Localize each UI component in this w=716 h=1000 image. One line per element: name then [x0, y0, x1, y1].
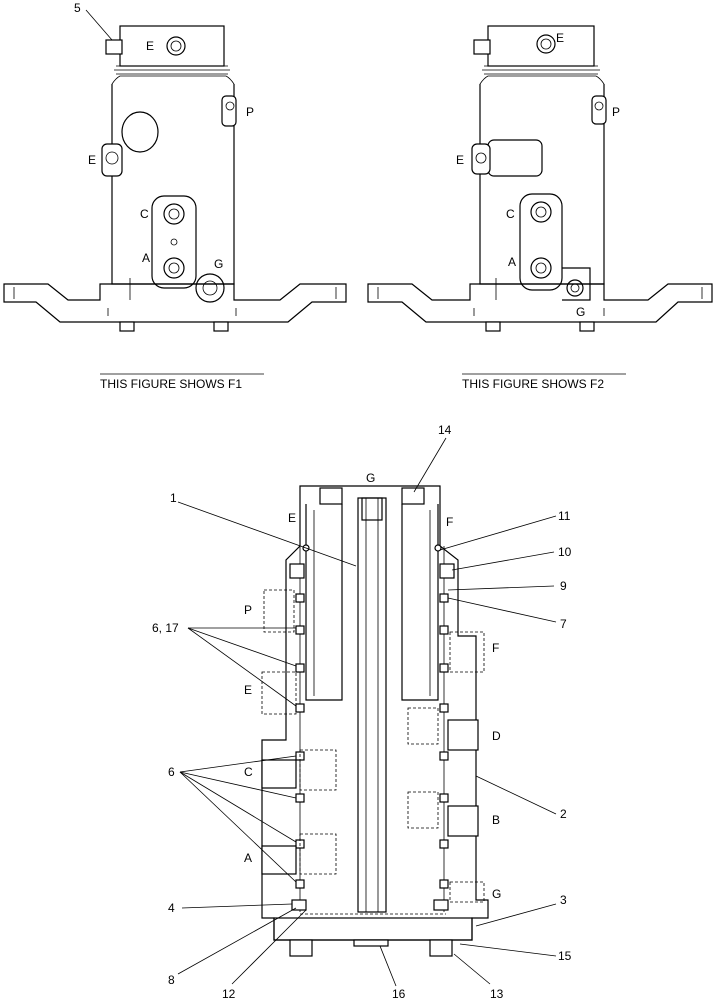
fig1-port-c: C	[140, 207, 149, 221]
callout-1: 1	[170, 491, 177, 505]
section-port-c: C	[244, 765, 253, 779]
fig1-port-a: A	[142, 251, 150, 265]
callout-8: 8	[168, 973, 175, 987]
callout-2: 2	[560, 807, 567, 821]
callout-16: 16	[392, 987, 406, 1000]
section-port-e: E	[288, 511, 296, 525]
fig2-port-c: C	[506, 207, 515, 221]
section-port-p: P	[244, 603, 252, 617]
section-port-f2: F	[492, 641, 499, 655]
fig1-body	[111, 84, 235, 285]
section-port-b: B	[492, 813, 500, 827]
fig2-body	[479, 84, 605, 285]
fig2-port-a: A	[508, 255, 516, 269]
callout-13: 13	[490, 987, 504, 1000]
section-port-a: A	[244, 851, 252, 865]
fig2-port-p: P	[612, 105, 620, 119]
seals-right	[439, 593, 449, 889]
fig2-port-e-side: E	[456, 153, 464, 167]
fig1-port-g: G	[214, 257, 223, 271]
figure-2: E P E C A G THIS FIGURE SHOWS F2	[367, 25, 713, 391]
callout-6: 6	[168, 765, 175, 779]
callout-6-17: 6, 17	[152, 621, 179, 635]
callout-14: 14	[438, 423, 452, 437]
fig1-port-p: P	[246, 105, 254, 119]
fig1-flange	[3, 283, 347, 323]
figure-1: 5 E P E C A G THIS FIGURE SHOWS F1	[3, 1, 347, 391]
fig1-caption: THIS FIGURE SHOWS F1	[100, 377, 242, 391]
fig2-flange	[367, 283, 713, 323]
fig2-caption: THIS FIGURE SHOWS F2	[462, 377, 604, 391]
fig1-head	[119, 25, 225, 67]
callout-12: 12	[222, 987, 236, 1000]
section-port-g: G	[366, 471, 375, 485]
callout-15: 15	[558, 949, 572, 963]
fig1-callout-5: 5	[74, 1, 81, 15]
callout-10: 10	[558, 545, 572, 559]
callout-11: 11	[558, 509, 571, 523]
callout-4: 4	[168, 901, 175, 915]
callout-7: 7	[560, 617, 567, 631]
section-port-e2: E	[244, 683, 252, 697]
section-port-d: D	[492, 729, 501, 743]
section-port-f: F	[446, 515, 453, 529]
fig2-port-e-top: E	[556, 31, 564, 45]
fig1-port-e-side: E	[88, 153, 96, 167]
section-view: G E F P F E D C B A G 14 1 11 10 9 7 6, …	[152, 423, 572, 1000]
center-shaft	[357, 497, 387, 913]
fig1-port-e-top: E	[146, 39, 154, 53]
callout-9: 9	[560, 579, 567, 593]
callout-3: 3	[560, 893, 567, 907]
section-port-g2: G	[492, 887, 501, 901]
fig2-port-g: G	[576, 305, 585, 319]
